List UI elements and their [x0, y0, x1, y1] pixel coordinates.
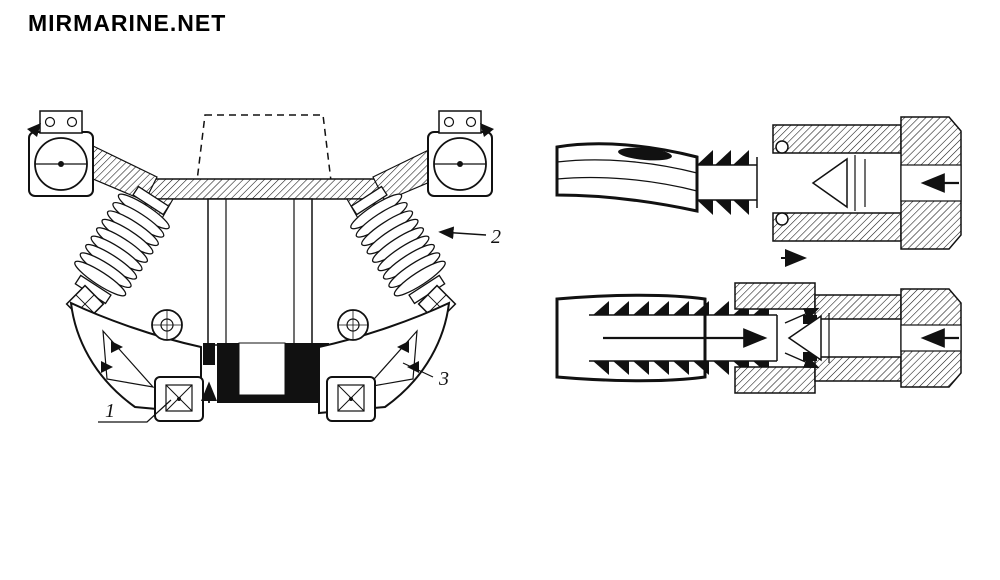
callout-2-arrow — [438, 226, 487, 240]
watermark-text: MIRMARINE.NET — [28, 10, 227, 36]
barbed-tail-bottom — [589, 301, 778, 375]
flow-split-arrow-up — [784, 307, 820, 324]
coupling-view-disconnected — [555, 116, 962, 267]
coupling-socket-bottom — [734, 282, 962, 394]
center-column — [207, 198, 313, 346]
pivot-assembly-right — [427, 110, 493, 197]
foot-left — [154, 376, 204, 422]
hose-top — [555, 142, 699, 213]
label-3: 3 — [438, 368, 449, 390]
pivot-assembly-left — [28, 110, 94, 197]
flow-split-arrow-down — [784, 352, 820, 369]
poppet-valve-bottom — [787, 314, 822, 362]
coupling-view-connected — [555, 282, 962, 394]
label-1: 1 — [105, 400, 115, 422]
engine-foot-dashed-outline — [196, 114, 332, 182]
hose-band — [618, 147, 672, 161]
figure-right-hose-coupling — [555, 116, 962, 394]
figure-left-engine-mount: 2 3 1 — [27, 110, 501, 423]
foot-right — [326, 376, 376, 422]
mount-top-flange — [139, 178, 381, 200]
callout-1-leader — [98, 399, 172, 423]
barbed-nipple-top — [697, 150, 758, 215]
label-2: 2 — [491, 226, 501, 248]
base-block — [203, 342, 329, 403]
poppet-valve-top — [811, 157, 848, 209]
pivot-corner-mark-right — [480, 123, 494, 137]
pivot-corner-mark-left — [27, 123, 41, 137]
callout-3-leader — [402, 362, 434, 378]
coupling-socket-top — [772, 116, 962, 250]
